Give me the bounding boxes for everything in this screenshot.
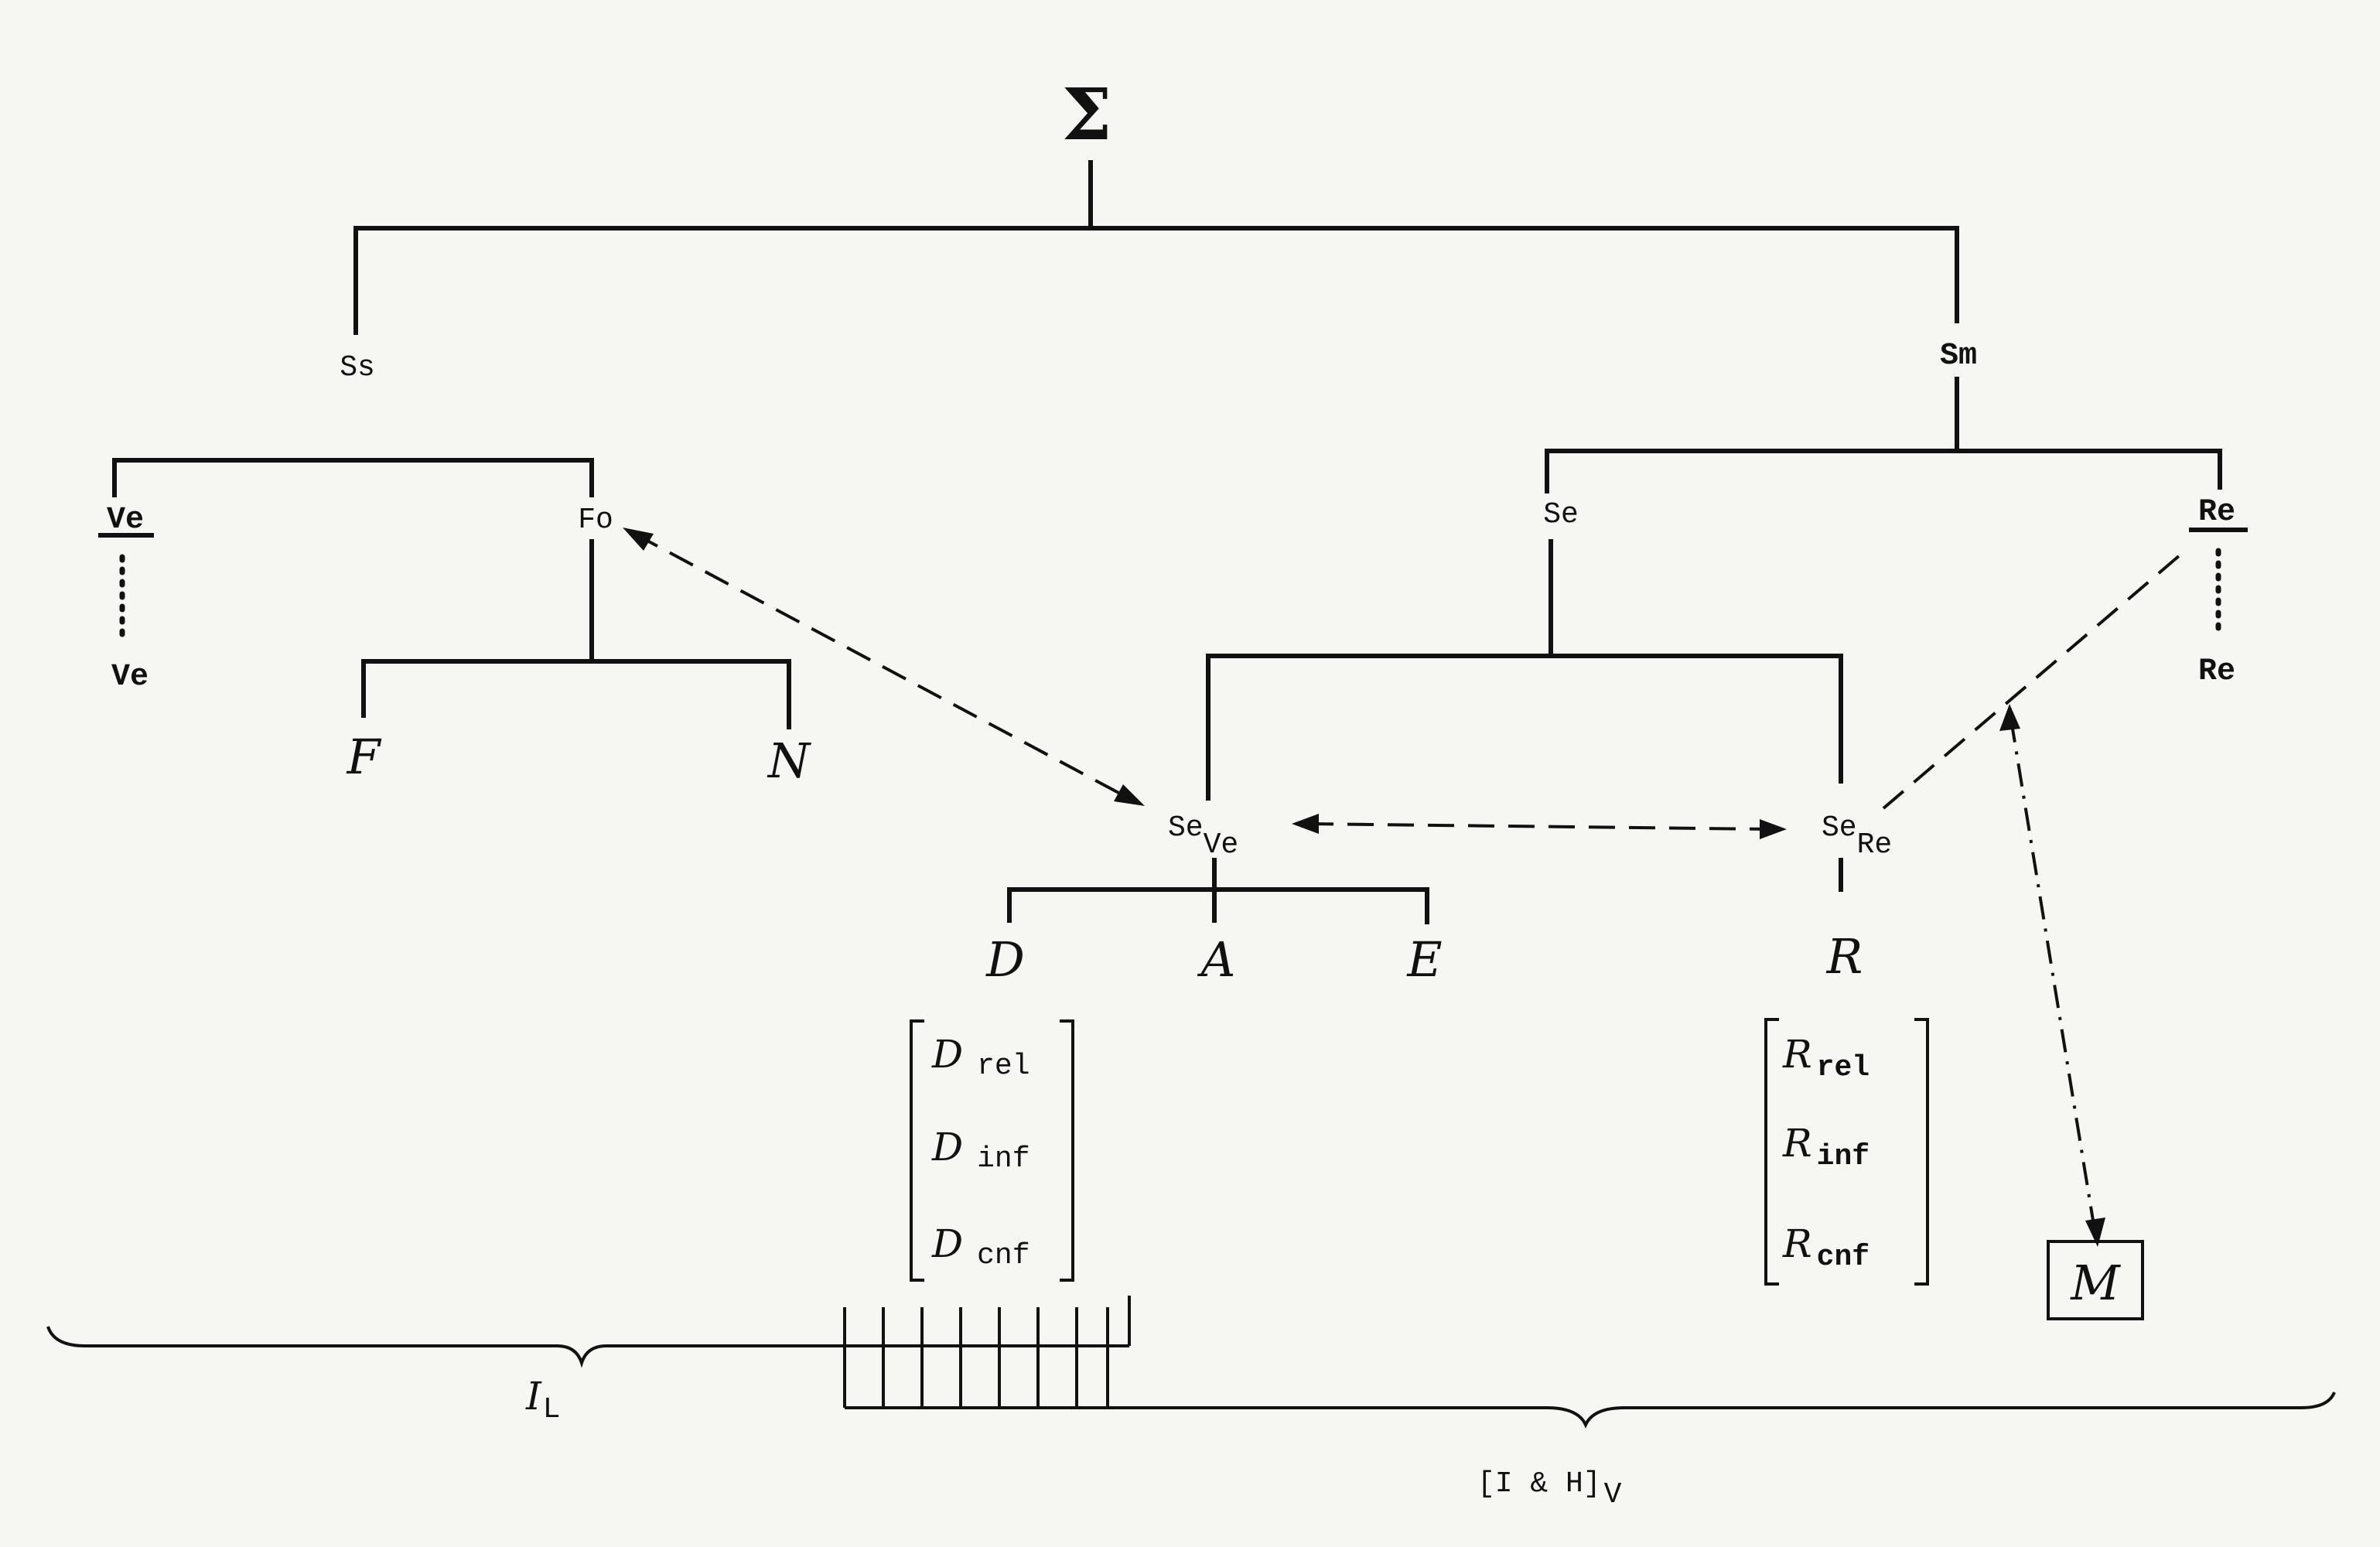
comb-block: [843, 1296, 1131, 1409]
e-label: E: [1406, 931, 1442, 988]
left-brace: [46, 1326, 845, 1368]
seve-sub: Ve: [1204, 828, 1239, 862]
right-brace: [845, 1392, 2336, 1429]
arrow-to-fo: [623, 528, 654, 551]
r-matrix-left-bracket: [1764, 1018, 1779, 1286]
arrow-to-sere-h: [1760, 819, 1787, 839]
d-matrix-left-bracket: [910, 1019, 924, 1282]
ve-lower-label: Ve: [111, 660, 149, 695]
r-label: R: [1826, 928, 1863, 985]
braces: IL [I & H]V: [46, 1326, 2336, 1511]
arrow-to-seve-h: [1292, 814, 1319, 834]
right-brace-label: [I & H]V: [1477, 1467, 1622, 1511]
tree-lines: [98, 160, 2248, 924]
arrow-down-m: [2085, 1217, 2105, 1247]
d-label: D: [985, 931, 1025, 988]
node-labels: Σ Ss Sm Ve Ve Fo F N Se Re Re SeVe SeRe …: [107, 73, 2235, 988]
re-label: Re: [2198, 495, 2235, 530]
n-label: N: [767, 733, 812, 789]
sm-label: Sm: [1940, 339, 1977, 374]
sere-label: SeRe: [1822, 811, 1892, 862]
seve-main: Se: [1168, 811, 1204, 845]
m-box: M: [2047, 1240, 2144, 1320]
sere-sub: Re: [1857, 828, 1893, 862]
se-label: Se: [1543, 498, 1579, 531]
fo-seve-relation: [633, 532, 1134, 802]
ve-label: Ve: [107, 503, 144, 538]
sere-main: Se: [1822, 811, 1857, 845]
arrow-up-m: [1999, 704, 2020, 731]
m-box-label: M: [2070, 1255, 2121, 1311]
sere-re-relation: [1882, 549, 2187, 810]
seve-sere-relation: [1306, 822, 1772, 831]
fo-label: Fo: [578, 504, 613, 537]
r-matrix-right-bracket: [1914, 1018, 1929, 1286]
a-label: A: [1197, 931, 1236, 988]
left-brace-label: IL: [525, 1374, 561, 1426]
m-relation: [2010, 719, 2096, 1231]
m-box-frame: [2047, 1240, 2144, 1320]
d-matrix-right-bracket: [1060, 1019, 1074, 1282]
relations: [623, 528, 2187, 1247]
seve-label: SeVe: [1168, 811, 1238, 862]
f-label: F: [346, 729, 381, 785]
re-lower-label: Re: [2198, 654, 2235, 689]
ss-label: Ss: [340, 351, 375, 384]
root-label: Σ: [1061, 73, 1111, 156]
arrow-to-seve: [1114, 784, 1145, 806]
